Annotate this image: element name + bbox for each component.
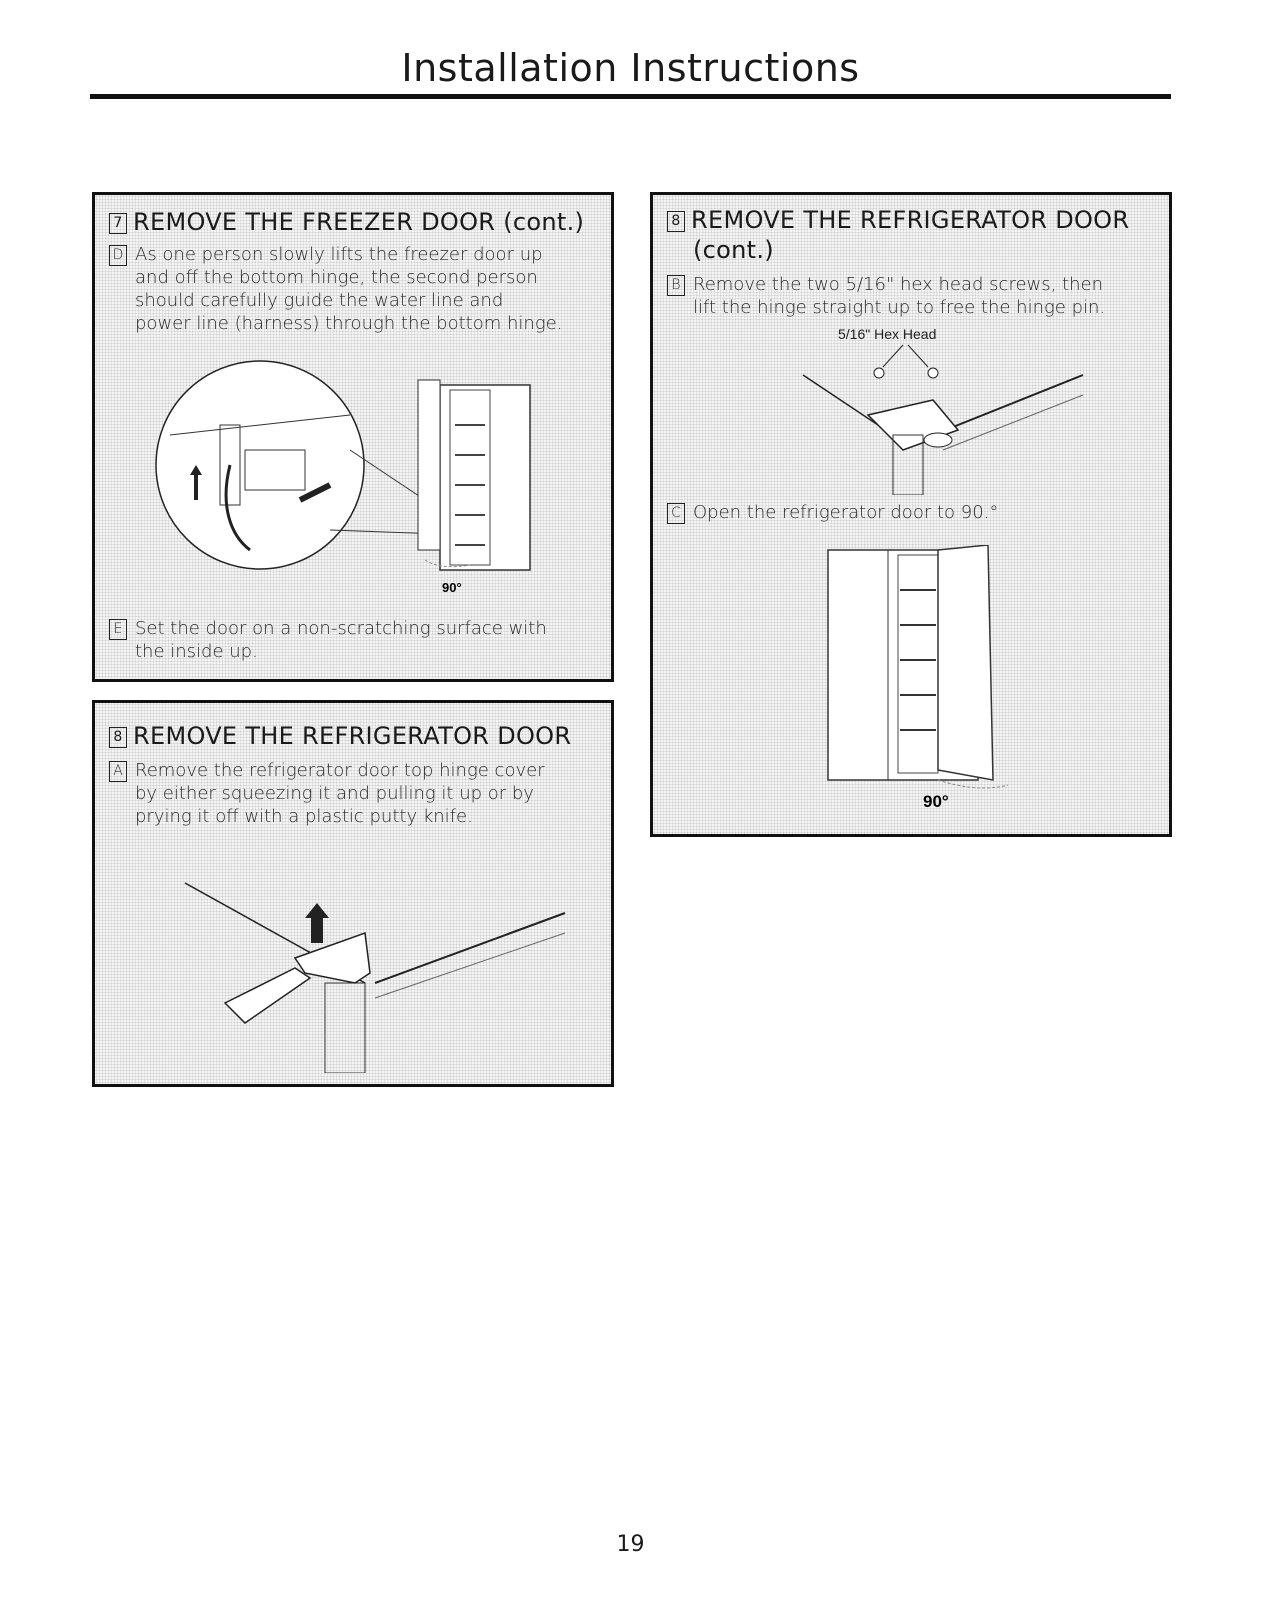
hinge-cover-illustration [184, 882, 566, 1073]
refrigerator-door-cont-panel: 8 REMOVE THE REFRIGERATOR DOOR (cont.) B … [650, 192, 1172, 837]
step-letter-b: B [667, 275, 685, 296]
page-number: 19 [616, 1532, 645, 1557]
step-a-line: prying it off with a plastic putty knife… [135, 806, 473, 827]
step-b-line: lift the hinge straight up to free the h… [693, 297, 1106, 318]
freezer-heading-text: REMOVE THE FREEZER DOOR (cont.) [133, 208, 585, 236]
step-d-line: As one person slowly lifts the freezer d… [135, 244, 543, 265]
step-a: A Remove the refrigerator door top hinge… [109, 759, 599, 834]
step-d-line: should carefully guide the water line an… [135, 290, 504, 311]
step-d-line: power line (harness) through the bottom … [135, 313, 563, 334]
open-door-illustration: 90° [827, 545, 1009, 811]
step-b: B Remove the two 5/16" hex head screws, … [667, 273, 1157, 323]
refrigerator-door-panel: 8 REMOVE THE REFRIGERATOR DOOR A Remove t… [92, 700, 614, 1087]
step-c-text: Open the refrigerator door to 90.° [693, 502, 999, 523]
step-a-line: by either squeezing it and pulling it up… [135, 783, 534, 804]
freezer-heading: 7 REMOVE THE FREEZER DOOR (cont.) [109, 207, 584, 237]
step-letter-d: D [109, 245, 127, 266]
freezer-angle-label: 90° [442, 580, 462, 595]
step-number-7: 7 [109, 212, 127, 234]
step-letter-a: A [109, 761, 127, 782]
step-d-line: and off the bottom hinge, the second per… [135, 267, 538, 288]
step-b-line: Remove the two 5/16" hex head screws, th… [693, 274, 1104, 295]
page-title: Installation Instructions [401, 46, 860, 90]
refrigerator-heading: 8 REMOVE THE REFRIGERATOR DOOR [109, 721, 571, 751]
freezer-hinge-illustration: 90° [155, 360, 531, 595]
step-e-line: the inside up. [135, 641, 258, 662]
title-rule [90, 94, 1171, 99]
step-number-8: 8 [667, 210, 685, 232]
freezer-door-panel: 7 REMOVE THE FREEZER DOOR (cont.) D As on… [92, 192, 614, 682]
fridge-angle-label: 90° [923, 792, 949, 811]
step-a-line: Remove the refrigerator door top hinge c… [135, 760, 545, 781]
step-number-8: 8 [109, 726, 127, 748]
refrigerator-cont-heading-line1: REMOVE THE REFRIGERATOR DOOR [691, 206, 1130, 234]
step-e: E Set the door on a non-scratching surfa… [109, 617, 599, 667]
step-d: D As one person slowly lifts the freezer… [109, 243, 599, 343]
refrigerator-cont-heading-line2: (cont.) [693, 236, 774, 264]
refrigerator-heading-text: REMOVE THE REFRIGERATOR DOOR [133, 722, 572, 750]
hex-screw-illustration: 5/16" Hex Head [802, 326, 1084, 495]
hex-head-label: 5/16" Hex Head [838, 326, 936, 342]
refrigerator-cont-heading: 8 REMOVE THE REFRIGERATOR DOOR (cont.) [667, 205, 1129, 265]
step-e-line: Set the door on a non-scratching surface… [135, 618, 547, 639]
step-letter-e: E [109, 619, 127, 640]
step-c: C Open the refrigerator door to 90.° [667, 501, 1157, 531]
step-letter-c: C [667, 503, 685, 524]
